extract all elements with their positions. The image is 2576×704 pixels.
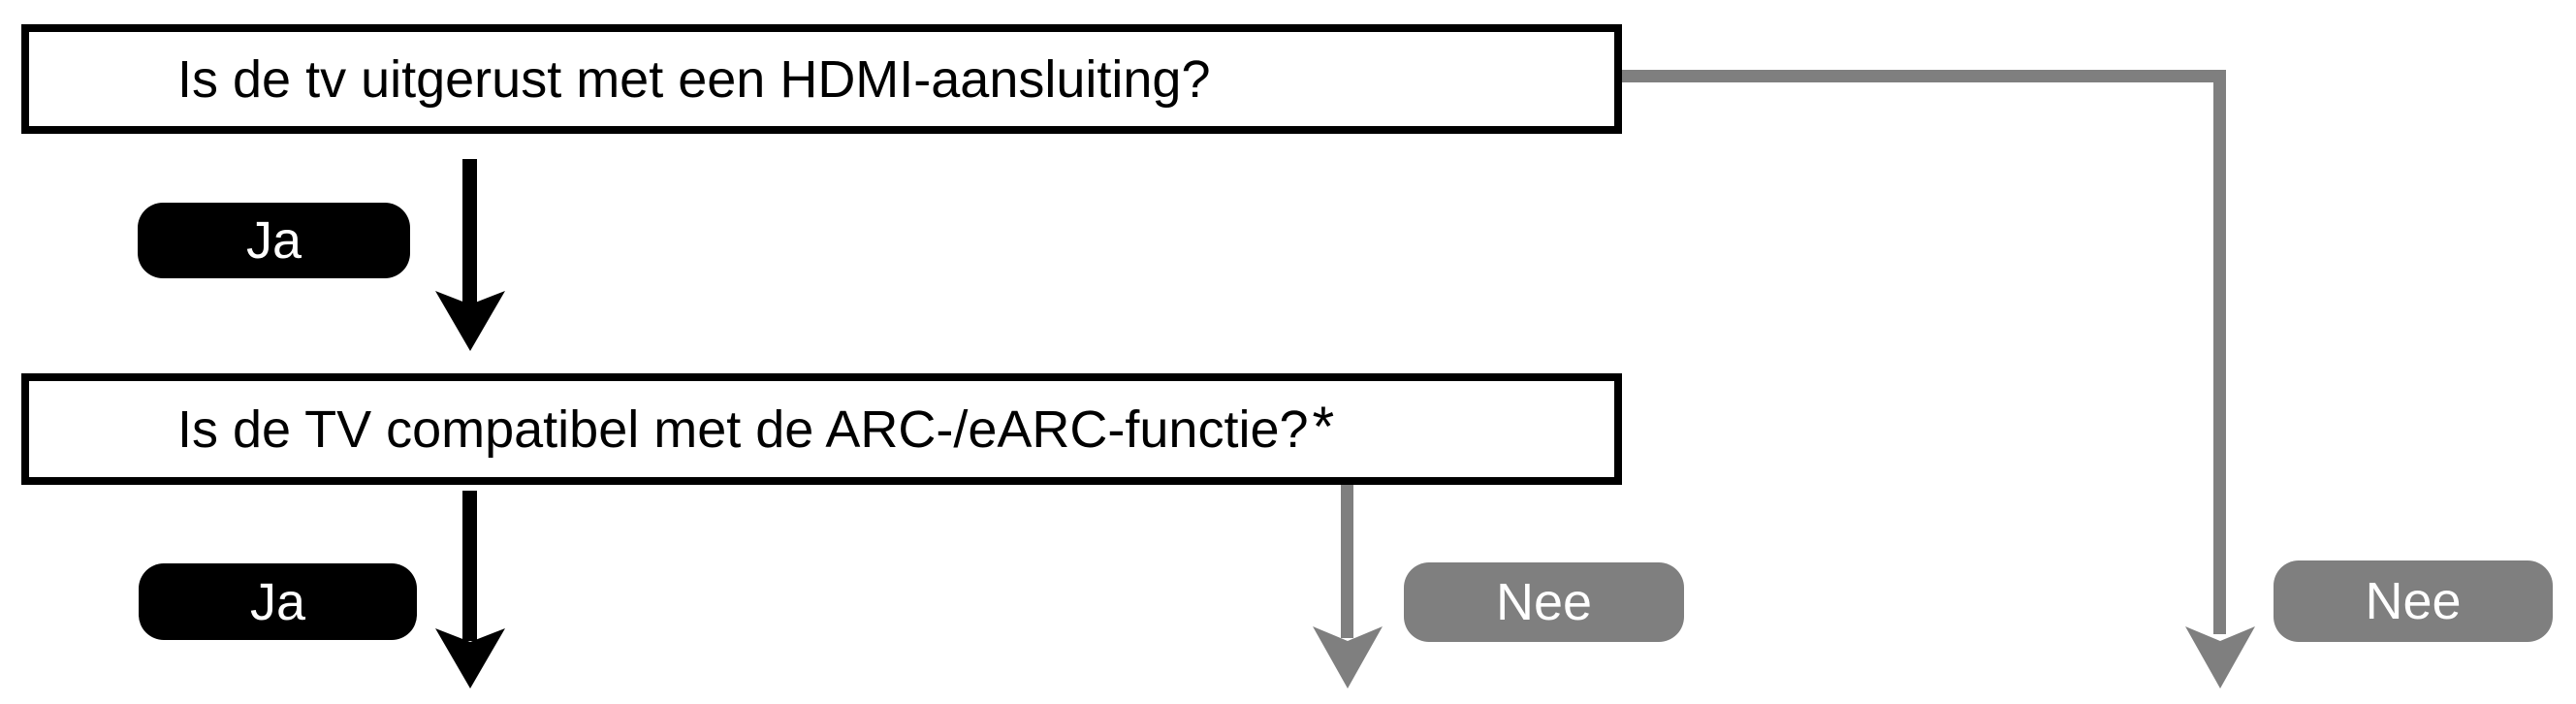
no-badge-1-label: Nee [1495,573,1593,631]
no-arrow-2-shaft [1341,485,1353,638]
yes-badge-1-label: Ja [245,211,302,270]
no-badge-2-label: Nee [2365,572,2462,630]
no-connector-horizontal-line [1622,70,2226,82]
question-text-hdmi: Is de tv uitgerust met een HDMI-aansluit… [177,49,1211,109]
yes-arrow-1-shaft [462,159,477,304]
no-badge-1: Nee [1404,562,1684,642]
down-arrow-icon [2185,626,2255,693]
yes-arrow-2-shaft [462,491,477,641]
yes-badge-2-label: Ja [249,572,306,631]
yes-badge-2: Ja [139,563,417,640]
question-text-arc: Is de TV compatibel met de ARC-/eARC-fun… [177,400,1309,459]
question-box-hdmi: Is de tv uitgerust met een HDMI-aansluit… [21,24,1622,134]
no-connector-vertical-line [2213,70,2226,634]
no-badge-2: Nee [2274,560,2553,642]
down-arrow-icon [435,628,505,693]
yes-badge-1: Ja [138,203,410,278]
question-box-arc: Is de TV compatibel met de ARC-/eARC-fun… [21,373,1622,485]
down-arrow-icon [435,291,505,356]
down-arrow-icon [1313,626,1383,693]
